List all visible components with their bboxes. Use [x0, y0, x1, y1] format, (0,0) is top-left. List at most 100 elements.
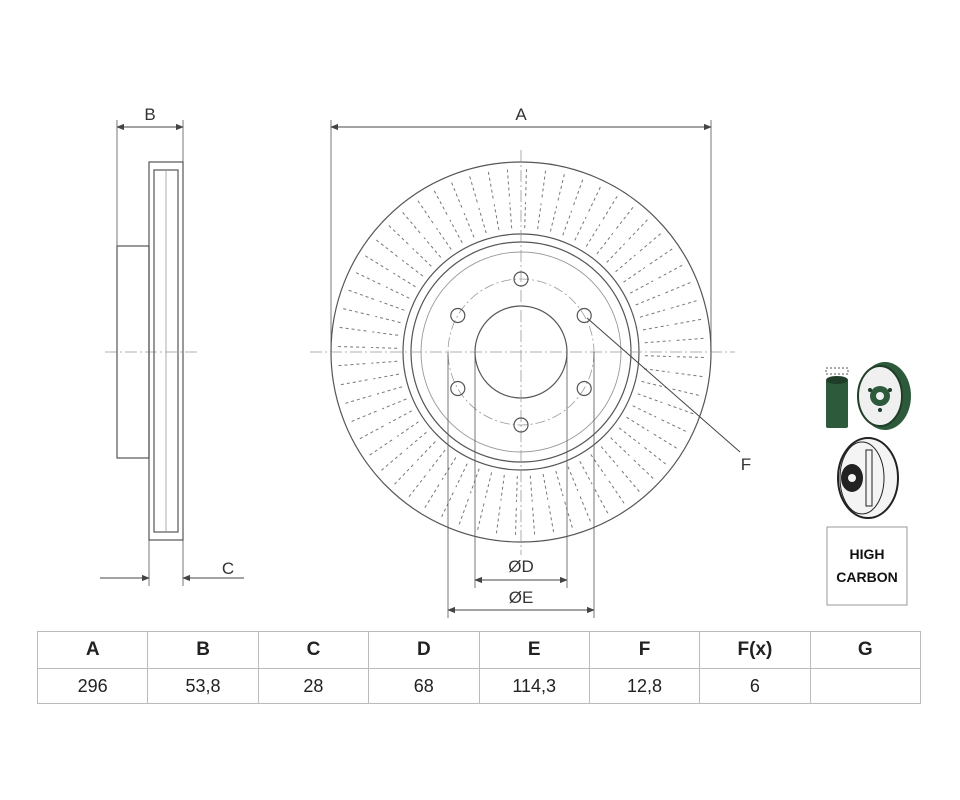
vent-slot: [493, 204, 500, 231]
vent-slot: [532, 507, 536, 536]
stud-hole: [450, 307, 466, 324]
vent-slot: [574, 216, 587, 241]
vent-slot: [376, 386, 403, 395]
value-fx: 6: [699, 668, 811, 704]
vent-slot: [487, 170, 494, 199]
value-a: 296: [36, 668, 149, 704]
vent-slot: [644, 355, 671, 357]
vent-slot: [338, 326, 367, 332]
vent-slot: [541, 169, 547, 198]
vent-slot: [621, 470, 641, 493]
vent-slot: [364, 254, 389, 271]
badge-line1: HIGH: [850, 546, 885, 562]
vent-slot: [555, 470, 564, 497]
header-b: B: [147, 631, 259, 669]
vent-slot: [433, 189, 448, 215]
value-f: 12,8: [588, 668, 701, 704]
badge-line2: CARBON: [836, 569, 897, 585]
vent-slot: [506, 168, 510, 197]
vent-slot: [529, 475, 533, 502]
vent-slot: [455, 463, 468, 488]
dimension-f-label: F: [741, 455, 751, 474]
vent-slot: [635, 294, 660, 306]
header-g: G: [809, 631, 922, 669]
header-a: A: [36, 631, 149, 669]
vent-slot: [557, 173, 566, 201]
vent-slot: [564, 501, 574, 529]
value-b: 53,8: [147, 668, 259, 704]
vent-slot: [393, 272, 416, 288]
vent-slot: [375, 315, 401, 324]
vent-slot: [436, 227, 452, 250]
specs-header-row: A B C D E F F(x) G: [36, 631, 922, 669]
header-c: C: [257, 631, 370, 669]
vent-slot: [463, 213, 475, 238]
vent-slot: [642, 324, 669, 331]
vent-slot: [608, 480, 626, 505]
vent-slot: [676, 356, 705, 358]
vent-slot: [579, 460, 593, 485]
dimension-f-leader: [586, 317, 741, 453]
value-d: 68: [368, 668, 480, 704]
vent-slot: [382, 398, 407, 410]
vent-slot: [562, 210, 573, 236]
vent-slot: [602, 195, 619, 220]
value-e: 114,3: [478, 668, 590, 704]
vent-slot: [606, 243, 626, 263]
vent-slot: [676, 337, 705, 341]
stud-holes: [450, 271, 592, 433]
vent-slot: [579, 496, 592, 523]
vent-slot: [416, 441, 436, 461]
coated-disc-icon: [825, 362, 911, 430]
vent-slot: [401, 259, 424, 277]
vent-slot: [388, 410, 413, 424]
vent-slot: [515, 507, 517, 536]
vent-slot: [449, 219, 463, 244]
vent-slot: [616, 206, 634, 229]
vent-slot: [658, 264, 684, 279]
vent-slot: [674, 318, 703, 325]
vent-slot: [670, 299, 698, 309]
dimension-d-label: ØD: [508, 557, 534, 576]
header-d: D: [368, 631, 480, 669]
vent-pattern: [337, 168, 705, 536]
vent-slot: [342, 307, 370, 316]
stud-hole: [450, 380, 466, 397]
header-fx: F(x): [699, 631, 811, 669]
vent-slot: [412, 247, 432, 267]
vent-slot: [354, 271, 381, 285]
vent-slot: [337, 346, 366, 348]
vent-slot: [637, 393, 663, 404]
vent-slot: [372, 331, 399, 336]
vent-slot: [401, 211, 421, 234]
vent-slot: [476, 503, 485, 531]
vent-slot: [639, 309, 666, 318]
vent-slot: [537, 203, 542, 230]
vent-slot: [641, 380, 667, 389]
vent-slot: [623, 267, 646, 283]
header-f: F: [588, 631, 701, 669]
stud-hole: [513, 271, 529, 287]
vent-slot: [423, 484, 440, 509]
vent-slot: [423, 237, 442, 258]
vent-slot: [344, 395, 372, 405]
vent-slot: [350, 410, 377, 423]
vent-slot: [661, 419, 688, 433]
side-view: [105, 120, 200, 586]
vent-slot: [458, 498, 469, 526]
vent-slot: [524, 202, 526, 229]
vent-slot: [585, 224, 601, 247]
vent-slot: [643, 368, 670, 373]
vent-slot: [615, 254, 636, 273]
vent-slot: [416, 199, 434, 224]
vent-slot: [337, 363, 366, 367]
vent-slot: [339, 379, 368, 386]
vent-slot: [380, 452, 403, 472]
high-carbon-badge: HIGH CARBON: [826, 526, 908, 606]
vent-slot: [385, 286, 410, 299]
vent-slot: [379, 300, 405, 311]
vent-slot: [596, 232, 614, 255]
vent-slot: [368, 439, 393, 457]
vent-slot: [629, 280, 654, 294]
